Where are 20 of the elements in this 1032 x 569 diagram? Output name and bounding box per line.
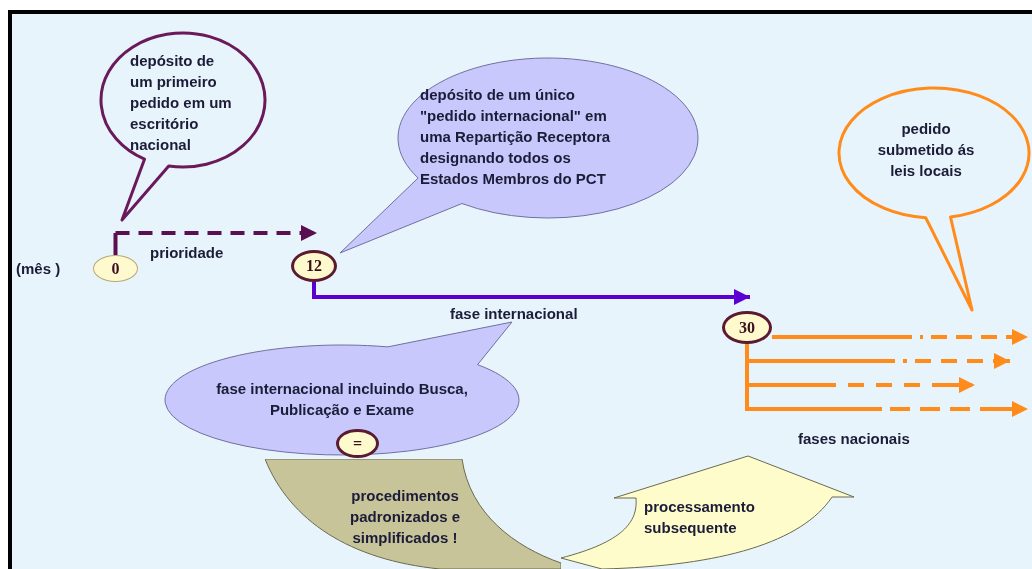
- speech-bubble: [837, 86, 1031, 312]
- bubble-text: fase internacional incluindo Busca, Publicação e Exame: [215, 379, 469, 420]
- text-label: (mês ): [16, 259, 61, 279]
- arrow: [745, 344, 1028, 417]
- speech-bubble: [338, 56, 700, 255]
- text-label: fases nacionais: [798, 429, 910, 449]
- curved-band: [265, 459, 561, 569]
- speech-bubble: [163, 320, 521, 457]
- arrow: [113, 225, 317, 255]
- bubble-text: depósito de um primeiro pedido em um escritório nacional: [130, 51, 233, 155]
- edge-label: prioridade: [150, 243, 224, 263]
- speech-bubble: [99, 31, 267, 222]
- arrow: [312, 282, 750, 305]
- shape-text: processamento subsequente: [644, 497, 756, 538]
- curved-arrow: [561, 454, 856, 569]
- edge-label: fase internacional: [450, 304, 578, 324]
- shape-text: procedimentos padronizados e simplificados !: [349, 486, 461, 548]
- bubble-text: depósito de um único "pedido internacional" em uma Repartição Receptora designando todos os Estados Membros do PCT: [420, 85, 612, 189]
- bubble-text: pedido submetido ás leis locais: [876, 119, 976, 181]
- arrow: [772, 329, 1028, 345]
